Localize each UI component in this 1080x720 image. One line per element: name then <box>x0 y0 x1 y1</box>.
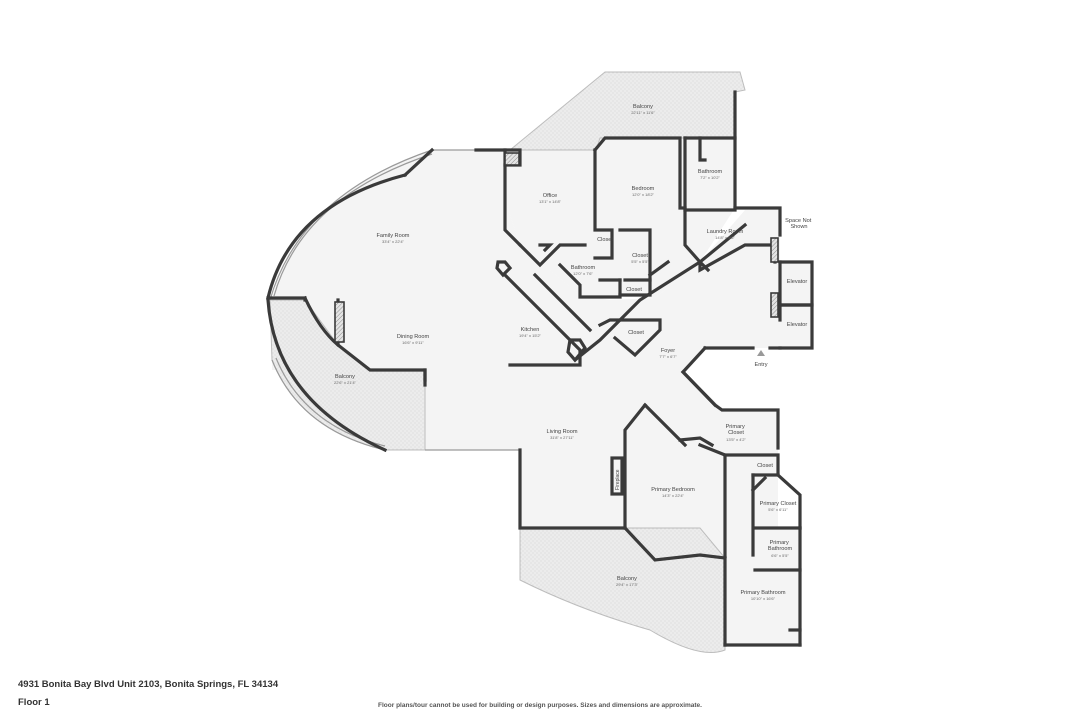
column-hatch <box>334 301 345 343</box>
property-address: 4931 Bonita Bay Blvd Unit 2103, Bonita S… <box>18 679 279 690</box>
closet-right-label: Closet <box>757 463 773 469</box>
closet-mid-dims: 5'5" x 5'5" <box>631 259 649 264</box>
floor-label: Floor 1 <box>18 697 50 708</box>
primary-bathroom-small-text: Primary <box>770 540 789 546</box>
primary-bathroom-small-dims: 6'6" x 5'5" <box>771 553 789 558</box>
primary-bedroom-label: Primary Bedroom <box>651 487 695 493</box>
space-not-shown-label: Space Not Shown <box>785 218 813 230</box>
dining-room-dims: 16'6" x 9'11" <box>402 340 424 345</box>
fireplace-box <box>610 456 624 496</box>
interior-floor <box>272 138 812 645</box>
entry-label: Entry <box>754 362 767 368</box>
dining-room-label: Dining Room <box>397 334 430 340</box>
bedroom-dims: 12'0" x 18'2" <box>632 192 655 197</box>
foyer-dims: 7'7" x 6'7" <box>659 354 677 359</box>
laundry-room-dims: 14'8" x 9'6" <box>715 235 735 240</box>
elevator-wall-hatch <box>770 237 779 263</box>
balcony-top-label: Balcony <box>633 104 653 110</box>
closet-foyer-label: Closet <box>628 330 644 336</box>
primary-closet-text-line2: Closet <box>728 430 744 436</box>
balcony-bottom-dims: 29'4" x 17'3" <box>616 582 639 587</box>
primary-bathroom-small-text-line2: Bathroom <box>768 546 793 552</box>
family-room-label: Family Room <box>377 233 410 239</box>
bathroom-mid-label: Bathroom <box>571 265 596 271</box>
kitchen-label: Kitchen <box>521 327 540 333</box>
elevator-wall-hatch <box>770 292 779 318</box>
primary-closet-2-label: Primary Closet <box>760 501 797 507</box>
primary-bathroom-label: Primary Bathroom <box>740 590 785 596</box>
primary-closet-label: Primary Closet <box>726 424 747 436</box>
balcony-bottom-area <box>519 527 726 653</box>
primary-bathroom-small-label: Primary Bathroom <box>768 540 793 552</box>
closet-mid-label: Closet <box>632 253 648 259</box>
space-not-shown-text-line2: Shown <box>790 224 807 230</box>
primary-closet-2-dims: 5'6" x 6'11" <box>768 507 788 512</box>
family-room-dims: 33'4" x 22'4" <box>382 239 405 244</box>
foyer-label: Foyer <box>661 348 675 354</box>
primary-bedroom-dims: 14'3" x 22'4" <box>662 493 685 498</box>
bathroom-mid-dims: 12'0" x 7'6" <box>573 271 593 276</box>
closet-office-label: Closet <box>597 237 613 243</box>
fireplace-label: Fireplace <box>615 469 621 490</box>
bathroom-top-label: Bathroom <box>698 169 723 175</box>
primary-closet-dims: 13'5" x 4'2" <box>726 437 746 442</box>
balcony-bottom-label: Balcony <box>617 576 637 582</box>
kitchen-dims: 19'4" x 15'2" <box>519 333 542 338</box>
elevator-2-label: Elevator <box>787 322 808 328</box>
column-hatch <box>504 152 520 166</box>
space-not-shown-text: Space Not <box>785 218 812 224</box>
primary-closet-text: Primary <box>726 424 745 430</box>
office-dims: 13'1" x 14'8" <box>539 199 562 204</box>
living-room-label: Living Room <box>546 429 577 435</box>
closet-small-label: Closet <box>626 287 642 293</box>
room-labels: Balcony 22'11" x 11'6" Office 13'1" x 14… <box>334 104 813 601</box>
laundry-room-label: Laundry Room <box>707 229 744 235</box>
balcony-left-dims: 22'6" x 21'4" <box>334 380 357 385</box>
balcony-left-label: Balcony <box>335 374 355 380</box>
disclaimer-text: Floor plans/tour cannot be used for buil… <box>378 702 702 709</box>
walls <box>266 90 814 647</box>
bedroom-label: Bedroom <box>632 186 655 192</box>
elevator-1-label: Elevator <box>787 279 808 285</box>
entry-arrow-icon <box>757 350 765 356</box>
primary-bathroom-dims: 10'10" x 16'6" <box>751 596 776 601</box>
bathroom-top-dims: 7'2" x 10'2" <box>700 175 720 180</box>
living-room-dims: 31'8" x 27'11" <box>550 435 574 440</box>
office-label: Office <box>543 193 558 199</box>
balcony-top-dims: 22'11" x 11'6" <box>631 110 655 115</box>
